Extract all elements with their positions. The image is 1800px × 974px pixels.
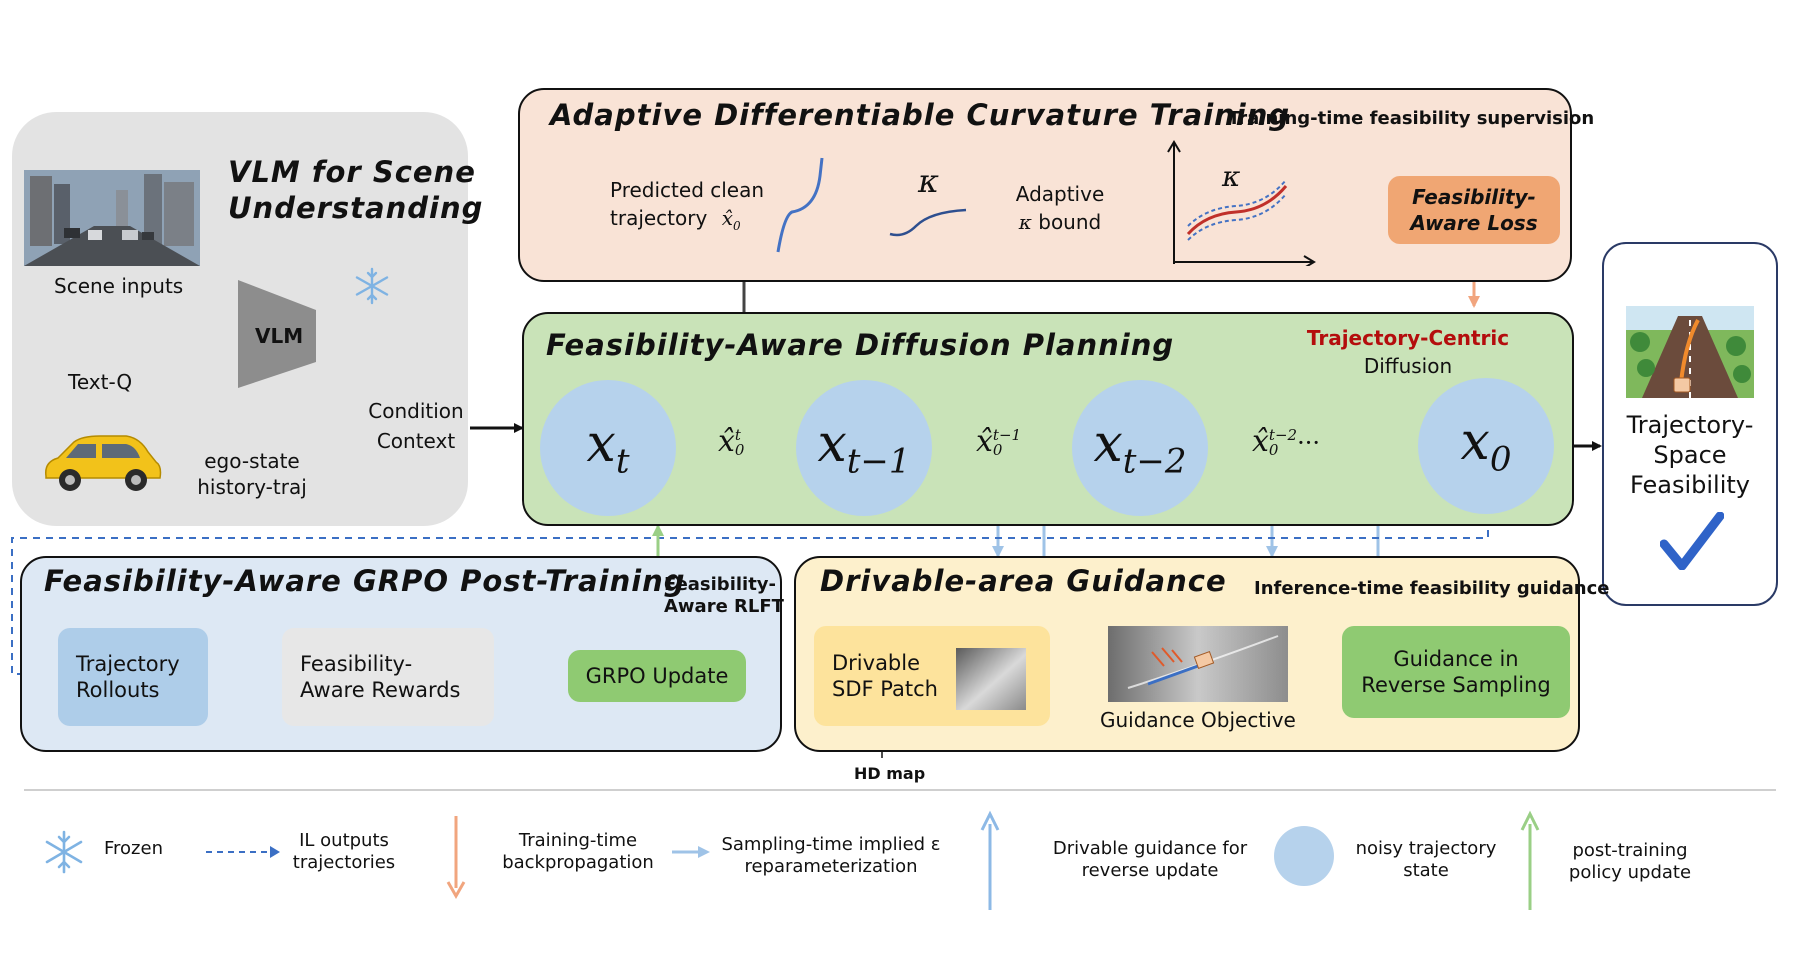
curvature-subtitle: Training-time feasibility supervision [1228, 108, 1595, 129]
state-circle-xt-2: xt−2 [1072, 380, 1208, 516]
legend-orange-arrow-icon [446, 816, 466, 900]
rlft-label: Feasibility-Aware RLFT [664, 574, 784, 617]
predicted-trajectory-curve [776, 157, 824, 253]
legend-frozen: Frozen [104, 838, 163, 859]
vlm-trapezoid [238, 280, 316, 388]
feasibility-aware-loss-box: Feasibility-Aware Loss [1388, 176, 1560, 244]
legend-snowflake-icon [45, 830, 83, 874]
legend-blue-up-arrow-icon [980, 810, 1000, 910]
checkmark-icon [1660, 512, 1724, 570]
output-panel [1602, 242, 1778, 606]
snowflake-icon [355, 267, 389, 305]
legend-circle-icon [1274, 826, 1334, 886]
legend-light-blue-arrow-icon [672, 846, 710, 858]
guidance-title: Drivable-area Guidance [820, 564, 1227, 598]
kappa-symbol-2: κ [1222, 160, 1241, 193]
feasibility-rewards-box: Feasibility-Aware Rewards [282, 628, 494, 726]
bounded-curvature-plot [1167, 140, 1316, 266]
il-dashed-loop [11, 504, 1489, 679]
guidance-objective-label: Guidance Objective [1100, 708, 1296, 732]
street-scene-image [24, 170, 200, 266]
diffusion-panel [522, 312, 1574, 526]
predicted-trajectory-label: Predicted clean trajectory x̂0 [610, 178, 765, 233]
state-circle-x0: x0 [1418, 378, 1554, 514]
scene-inputs-label: Scene inputs [54, 274, 184, 298]
kappa-curve [889, 208, 967, 237]
state-circle-xt: xt [540, 380, 676, 516]
legend-dashed-arrow-icon [206, 846, 280, 858]
state-circle-xt-1: xt−1 [796, 380, 932, 516]
trajectory-centric-label: Trajectory-Centric Diffusion [1306, 326, 1510, 378]
sdf-patch-image [956, 648, 1026, 710]
guidance-objective-image [1108, 626, 1288, 702]
grpo-title: Feasibility-Aware GRPO Post-Training [44, 564, 686, 598]
curvature-title: Adaptive Differentiable Curvature Traini… [550, 98, 1291, 132]
text-q-label: Text-Q [68, 370, 133, 394]
diffusion-title: Feasibility-Aware Diffusion Planning [546, 328, 1175, 362]
vlm-label: VLM [255, 324, 304, 348]
adaptive-bound-label: Adaptive κ bound [1015, 182, 1105, 234]
grpo-update-box: GRPO Update [568, 650, 746, 702]
road-trajectory-icon [1626, 306, 1754, 398]
legend-icons [45, 810, 1540, 910]
guidance-subtitle: Inference-time feasibility guidance [1254, 578, 1610, 599]
car-icon [45, 435, 162, 491]
kappa-symbol-1: κ [918, 162, 939, 200]
legend-green-up-arrow-icon [1520, 810, 1540, 910]
hd-map-label: HD map [854, 764, 926, 783]
